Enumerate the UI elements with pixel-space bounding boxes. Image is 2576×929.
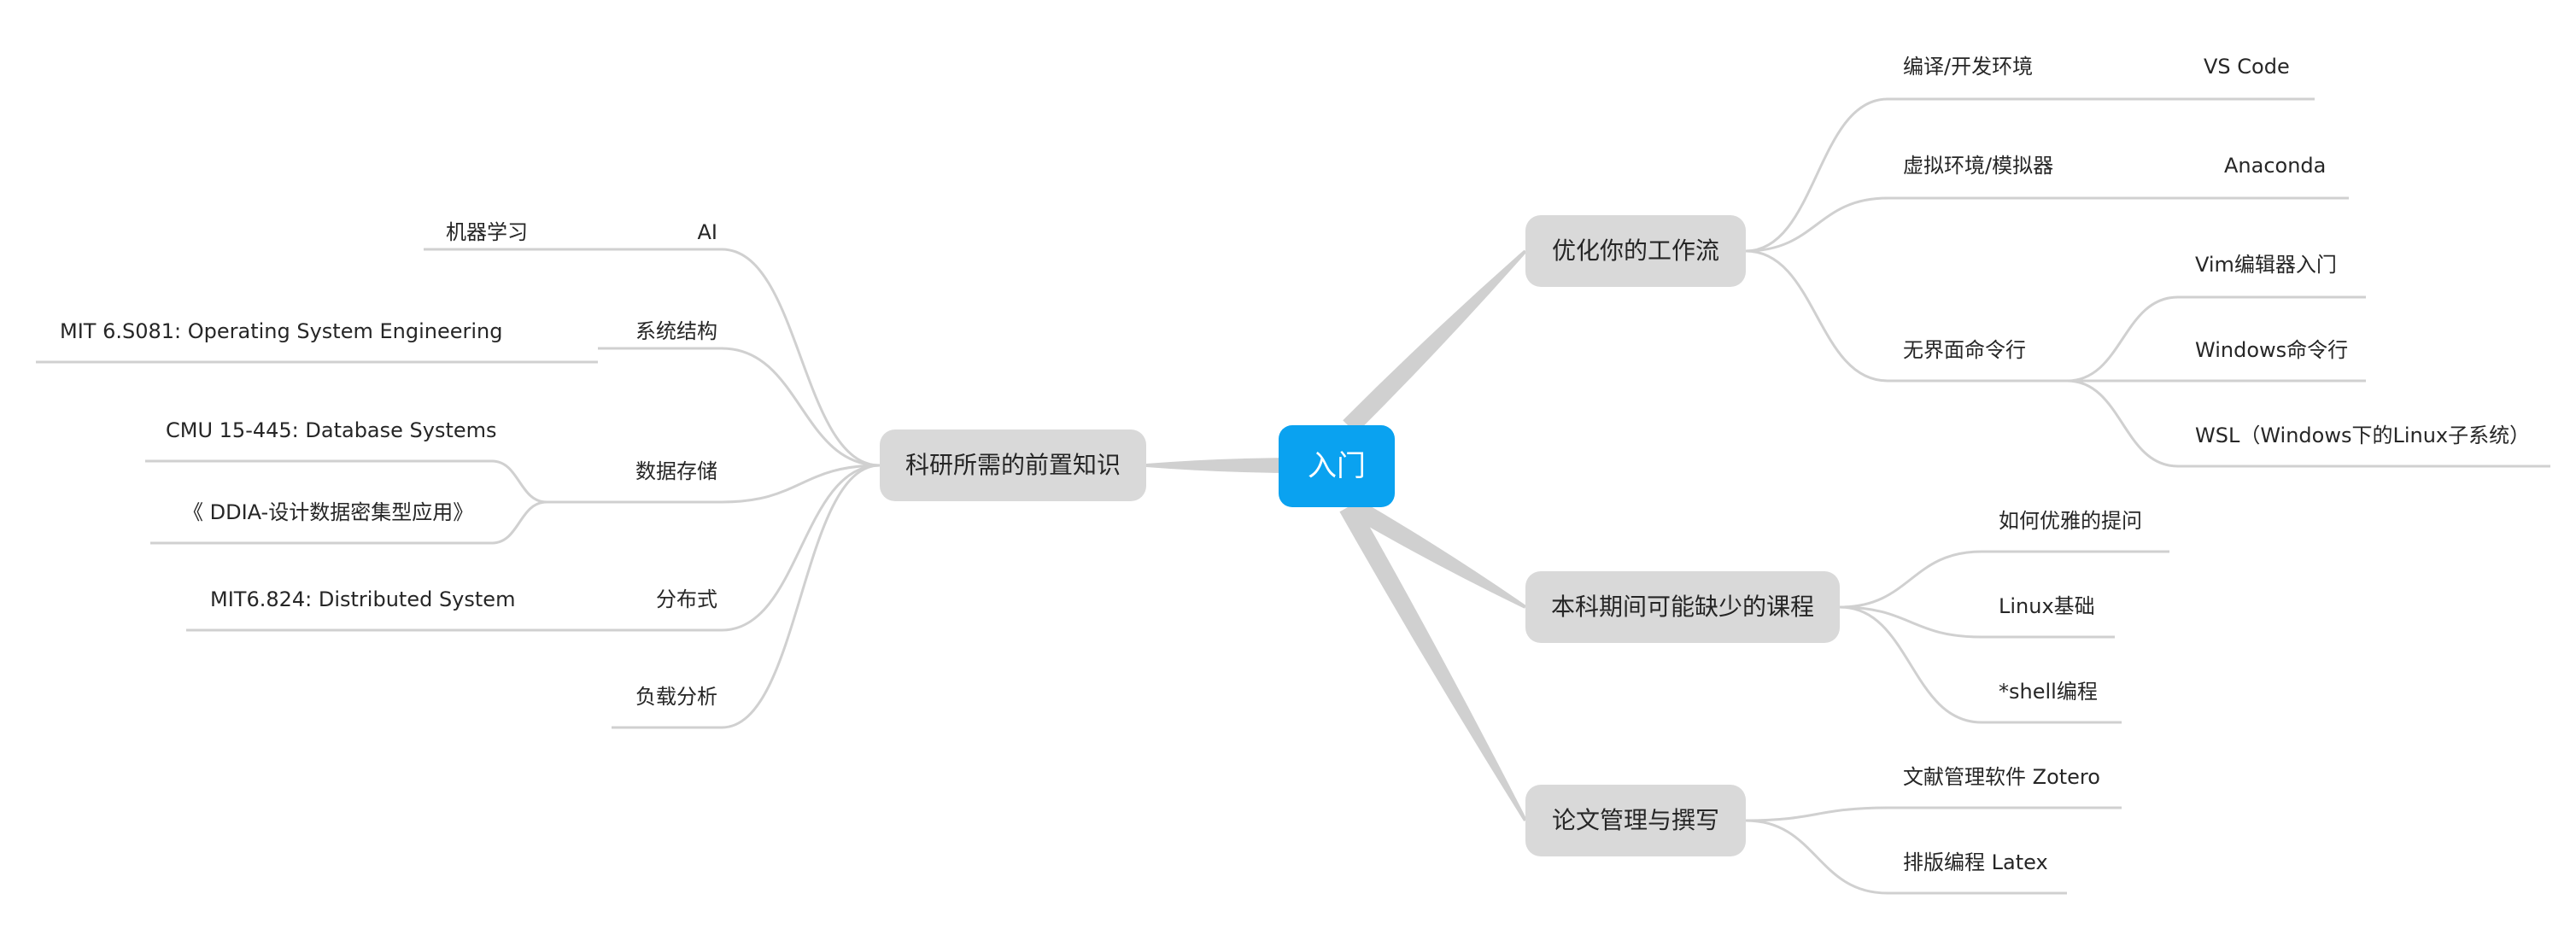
main-node-prerequisites[interactable]: 科研所需的前置知识 — [880, 429, 1146, 501]
connector-left-ai — [720, 248, 881, 467]
main-node-workflow[interactable]: 优化你的工作流 — [1525, 215, 1746, 287]
left-leaf-cmu-15445[interactable]: CMU 15-445: Database Systems — [166, 418, 497, 442]
right-subtopic-zotero[interactable]: 文献管理软件 Zotero — [1903, 765, 2100, 789]
left-leaf-ddia[interactable]: 《 DDIA-设计数据密集型应用》 — [183, 500, 474, 524]
left-subtopic-storage[interactable]: 数据存储 — [635, 459, 717, 483]
right-leaf-windows-cli[interactable]: Windows命令行 — [2195, 338, 2349, 362]
right-subtopic-shell[interactable]: *shell编程 — [1999, 680, 2098, 704]
left-subtopic-ai[interactable]: AI — [697, 220, 718, 244]
connector-courses-ask — [1838, 550, 1983, 609]
connector-root-courses — [1349, 499, 1527, 609]
main-node-missing-courses[interactable]: 本科期间可能缺少的课程 — [1525, 571, 1840, 643]
connector-left-ddia — [490, 500, 548, 545]
right-subtopic-cli[interactable]: 无界面命令行 — [1903, 338, 2026, 362]
connector-left-architecture — [720, 347, 881, 467]
connector-left-cmu — [490, 459, 548, 504]
right-subtopic-latex[interactable]: 排版编程 Latex — [1903, 850, 2048, 874]
connector-courses-linux — [1838, 605, 1983, 639]
left-subtopic-architecture[interactable]: 系统结构 — [635, 319, 717, 343]
main-node-papers[interactable]: 论文管理与撰写 — [1525, 785, 1746, 856]
right-leaf-anaconda[interactable]: Anaconda — [2224, 154, 2327, 178]
right-subtopic-ask-questions[interactable]: 如何优雅的提问 — [1999, 509, 2142, 533]
connector-left-distributed — [720, 464, 881, 632]
right-subtopic-virtual-env[interactable]: 虚拟环境/模拟器 — [1903, 154, 2054, 178]
connector-papers-latex — [1744, 819, 1889, 895]
connector-root-workflow — [1343, 249, 1527, 434]
right-leaf-wsl[interactable]: WSL（Windows下的Linux子系统） — [2195, 424, 2531, 447]
root-node[interactable]: 入门 — [1279, 425, 1395, 507]
connector-left-workload — [720, 464, 881, 729]
right-leaf-vscode[interactable]: VS Code — [2204, 55, 2290, 79]
left-leaf-mit-6s081[interactable]: MIT 6.S081: Operating System Engineering — [60, 319, 503, 343]
left-subtopic-workload[interactable]: 负载分析 — [635, 685, 717, 709]
connector-workflow-dev — [1744, 97, 1889, 253]
connector-cli-vim — [2065, 295, 2180, 383]
connector-workflow-venv — [1744, 196, 1889, 253]
right-leaf-vim[interactable]: Vim编辑器入门 — [2195, 253, 2337, 277]
connector-root-prerequisites — [1146, 458, 1303, 473]
connector-cli-wsl — [2065, 379, 2180, 468]
left-subtopic-distributed[interactable]: 分布式 — [656, 587, 717, 611]
connector-papers-zotero — [1744, 806, 1889, 822]
connector-workflow-cli — [1744, 249, 1889, 383]
left-leaf-mit-6824[interactable]: MIT6.824: Distributed System — [210, 587, 516, 611]
connector-root-papers — [1339, 502, 1527, 821]
right-subtopic-dev-env[interactable]: 编译/开发环境 — [1903, 55, 2034, 79]
left-leaf-machine-learning[interactable]: 机器学习 — [446, 220, 528, 244]
connector-left-storage — [720, 464, 881, 504]
right-subtopic-linux-basics[interactable]: Linux基础 — [1999, 594, 2095, 618]
connector-courses-shell — [1838, 605, 1983, 724]
